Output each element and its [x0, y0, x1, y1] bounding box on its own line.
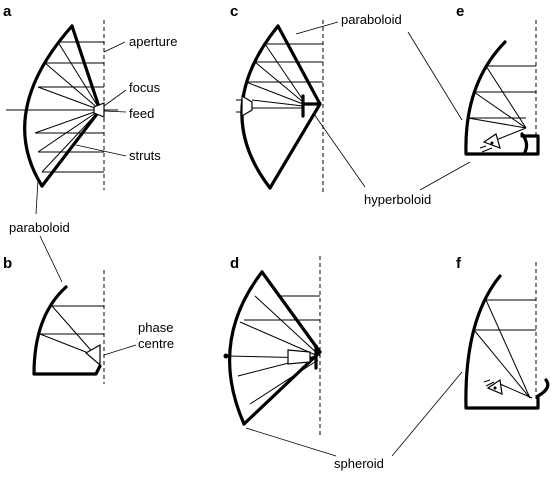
panel-c-strut-bottom: [268, 102, 322, 190]
panel-e-feed-lines: [479, 145, 493, 153]
panel-d: d: [223, 255, 322, 436]
panel-a-paraboloid-reflector: [23, 24, 74, 188]
panel-e: e: [456, 3, 540, 156]
label-paraboloid-top: paraboloid: [341, 12, 402, 27]
panel-c-letter: c: [230, 3, 238, 20]
panel-f-feed-lines: [483, 379, 495, 387]
label-centre: centre: [138, 336, 174, 351]
panel-d-rays: [227, 295, 321, 405]
panel-a-strut-bottom: [40, 108, 102, 188]
panel-a-struts-leader: [75, 144, 127, 157]
label-struts: struts: [129, 148, 161, 163]
panel-a-rays: [34, 41, 104, 173]
panel-c: c paraboloid: [230, 3, 402, 192]
panel-f-reflector: [464, 274, 540, 410]
panel-a: a aperture focus: [3, 3, 177, 283]
label-focus: focus: [129, 80, 161, 95]
label-feed: feed: [129, 106, 154, 121]
panel-c-strut-top: [276, 24, 322, 106]
panel-f-spheroid-leader: [391, 371, 463, 457]
panel-c-hyperboloid-leader: [313, 113, 366, 188]
panel-e-letter: e: [456, 3, 464, 20]
panel-d-spheroid-reflector: [228, 270, 264, 426]
panel-b-paraboloid-leader: [39, 235, 63, 283]
panel-c-feed-horn: [241, 94, 253, 118]
panel-e-rays: [467, 65, 536, 141]
panel-c-paraboloid-leader: [295, 21, 339, 35]
panel-e-phase-point: [490, 141, 494, 145]
panel-a-paraboloid-leader: [35, 179, 39, 215]
panel-d-strut-bottom: [242, 350, 322, 426]
panel-b-reflector: [32, 285, 102, 376]
panel-e-reflector: [464, 40, 540, 156]
panel-b-feed-horn: [84, 343, 101, 367]
panel-a-strut-top: [70, 24, 102, 112]
panel-d-centre-point: [223, 353, 229, 359]
panel-f: f: [456, 255, 550, 410]
panel-e-feed-horn: [482, 133, 501, 149]
panel-b-phase-centre-leader: [103, 344, 137, 356]
panel-c-rays: [245, 43, 323, 109]
panel-d-spheroid-leader: [245, 427, 337, 457]
panel-a-feed-horn: [93, 102, 105, 118]
panel-a-letter: a: [3, 3, 12, 20]
label-hyperboloid: hyperboloid: [364, 192, 431, 207]
label-aperture: aperture: [129, 34, 177, 49]
panel-b-letter: b: [3, 255, 12, 272]
panel-f-rays: [473, 299, 536, 399]
panel-a-focus-leader: [103, 89, 127, 107]
panel-b: b phase centre: [3, 255, 174, 384]
panel-f-letter: f: [456, 255, 462, 272]
panel-a-aperture-leader: [103, 41, 126, 53]
panel-e-paraboloid-leader: [407, 31, 463, 121]
label-spheroid: spheroid: [334, 456, 384, 471]
panel-e-subreflector: [520, 132, 529, 156]
panel-f-subreflector: [536, 378, 550, 398]
panel-a-feed-leader: [103, 110, 127, 113]
label-phase: phase: [138, 320, 173, 335]
panel-d-strut-top: [260, 270, 322, 354]
label-paraboloid-left: paraboloid: [9, 220, 70, 235]
panel-d-feed-horn: [287, 349, 311, 365]
panel-d-letter: d: [230, 255, 239, 272]
panel-e-hyperboloid-leader: [419, 161, 471, 191]
panel-f-phase-point: [493, 386, 497, 390]
